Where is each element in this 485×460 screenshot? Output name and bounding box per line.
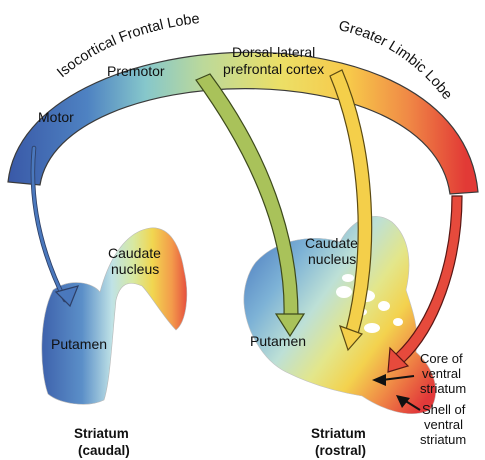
caudal-caption-line1: Striatum [74,426,129,441]
label-shell-line1: Shell of [422,402,466,417]
label-shell-line3: striatum [420,432,466,447]
label-core-line1: Core of [420,351,463,366]
pointer-shell [396,395,421,411]
striatum-caudal-shape [41,227,188,405]
rostral-putamen: Putamen [250,333,306,349]
cortex-arc-band [7,51,479,195]
arrow-premotor-head [274,313,306,338]
label-shell-line2: ventral [424,417,463,432]
label-premotor: Premotor [107,63,165,79]
rostral-caption-line2: (rostral) [315,443,366,458]
rostral-caudate-line1: Caudate [305,235,358,251]
rostral-caption-line1: Striatum [311,426,366,441]
caudal-putamen: Putamen [51,336,107,352]
label-core-line3: striatum [420,381,466,396]
caudal-caudate-line1: Caudate [108,245,161,261]
caudal-caudate-line2: nucleus [111,261,159,277]
rostral-caudate-line2: nucleus [308,251,356,267]
arrow-dlpfc-head [339,325,364,352]
caudal-caption-line2: (caudal) [78,443,130,458]
label-dlpfc-line2: prefrontal cortex [223,61,324,77]
arrow-limbic-head [387,346,410,373]
arrow-motor-head [54,285,80,308]
label-core-line2: ventral [422,366,461,381]
pointer-core [372,374,415,386]
label-motor: Motor [38,109,74,125]
label-dlpfc-line1: Dorsal-lateral [232,44,315,60]
